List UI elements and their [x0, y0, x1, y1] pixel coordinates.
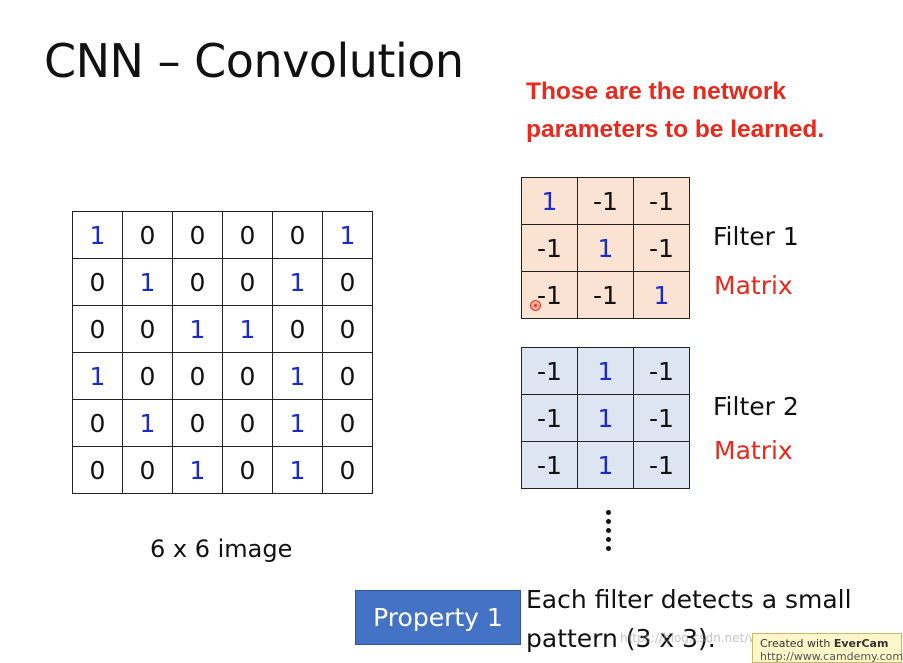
image-matrix-cell: 0 — [222, 211, 273, 259]
note-line-2: parameters to be learned. — [526, 116, 825, 143]
image-matrix-cell: 1 — [172, 446, 223, 494]
filter-1-label: Filter 1 — [713, 222, 799, 251]
image-matrix-cell: 0 — [172, 258, 223, 306]
image-matrix-cell: 0 — [322, 305, 373, 353]
image-matrix-cell: 1 — [72, 352, 123, 400]
image-matrix-cell: 0 — [122, 352, 173, 400]
image-matrix-cell: 1 — [122, 258, 173, 306]
filter-1-cell: -1 — [577, 271, 634, 319]
image-matrix-cell: 0 — [122, 305, 173, 353]
parameters-note: Those are the network parameters to be l… — [526, 73, 896, 149]
image-matrix-cell: 1 — [322, 211, 373, 259]
image-matrix-cell: 0 — [222, 399, 273, 447]
image-matrix-cell: 0 — [322, 258, 373, 306]
filter-1-row: 1-1-1 — [521, 177, 690, 225]
image-matrix-cell: 0 — [172, 399, 223, 447]
image-matrix-cell: 0 — [172, 352, 223, 400]
image-matrix-cell: 0 — [72, 258, 123, 306]
image-matrix-cell: 1 — [272, 399, 323, 447]
filter-1-cell: 1 — [521, 177, 578, 225]
image-matrix-cell: 1 — [72, 211, 123, 259]
filter-1-cell: 1 — [633, 271, 690, 319]
pointer-cursor-icon — [530, 300, 541, 311]
image-matrix-cell: 1 — [222, 305, 273, 353]
filter-1-cell: -1 — [521, 224, 578, 272]
filter-2-cell: 1 — [577, 394, 634, 442]
evercam-prefix: Created with — [760, 637, 834, 650]
vertical-ellipsis-icon — [598, 510, 618, 555]
filter-2-matrix-label: Matrix — [714, 436, 793, 465]
filter-1-matrix-label: Matrix — [714, 271, 793, 300]
evercam-url: http://www.camdemy.com — [760, 650, 903, 663]
filter-1-cell: -1 — [633, 177, 690, 225]
image-matrix-cell: 0 — [322, 446, 373, 494]
image-matrix-cell: 1 — [122, 399, 173, 447]
image-caption: 6 x 6 image — [150, 535, 293, 563]
image-matrix-cell: 1 — [172, 305, 223, 353]
filter-description: Each filter detects a small pattern (3 x… — [526, 580, 852, 658]
filter-2-cell: -1 — [633, 347, 690, 395]
image-matrix-cell: 1 — [272, 258, 323, 306]
image-matrix-cell: 1 — [272, 446, 323, 494]
filter-1-cell: -1 — [577, 177, 634, 225]
image-matrix-cell: 0 — [322, 352, 373, 400]
evercam-badge: Created with EverCam http://www.camdemy.… — [752, 633, 903, 663]
image-matrix-cell: 0 — [122, 211, 173, 259]
slide-title: CNN – Convolution — [44, 34, 464, 88]
filter-2-cell: -1 — [633, 441, 690, 489]
evercam-brand: EverCam — [833, 637, 889, 650]
filter-2-cell: -1 — [521, 441, 578, 489]
filter-2-cell: -1 — [633, 394, 690, 442]
description-line-2: pattern (3 x 3). — [526, 624, 716, 653]
image-matrix-cell: 0 — [222, 446, 273, 494]
image-matrix-cell: 0 — [272, 211, 323, 259]
image-matrix-cell: 0 — [272, 305, 323, 353]
filter-1-cell: -1 — [521, 271, 578, 319]
filter-2-cell: -1 — [521, 394, 578, 442]
image-matrix-cell: 0 — [322, 399, 373, 447]
filter-2-label: Filter 2 — [713, 392, 799, 421]
filter-2-cell: 1 — [577, 347, 634, 395]
filter-1-cell: 1 — [577, 224, 634, 272]
filter-2-cell: 1 — [577, 441, 634, 489]
note-line-1: Those are the network — [526, 78, 787, 105]
image-matrix-cell: 0 — [222, 352, 273, 400]
image-matrix-cell: 0 — [172, 211, 223, 259]
image-matrix-cell: 0 — [122, 446, 173, 494]
filter-2-cell: -1 — [521, 347, 578, 395]
image-matrix-cell: 0 — [72, 399, 123, 447]
filter-1-cell: -1 — [633, 224, 690, 272]
image-matrix-cell: 0 — [72, 446, 123, 494]
property-1-button[interactable]: Property 1 — [355, 590, 521, 645]
image-matrix-cell: 1 — [272, 352, 323, 400]
description-line-1: Each filter detects a small — [526, 585, 852, 614]
image-matrix-cell: 0 — [72, 305, 123, 353]
image-matrix-cell: 0 — [222, 258, 273, 306]
